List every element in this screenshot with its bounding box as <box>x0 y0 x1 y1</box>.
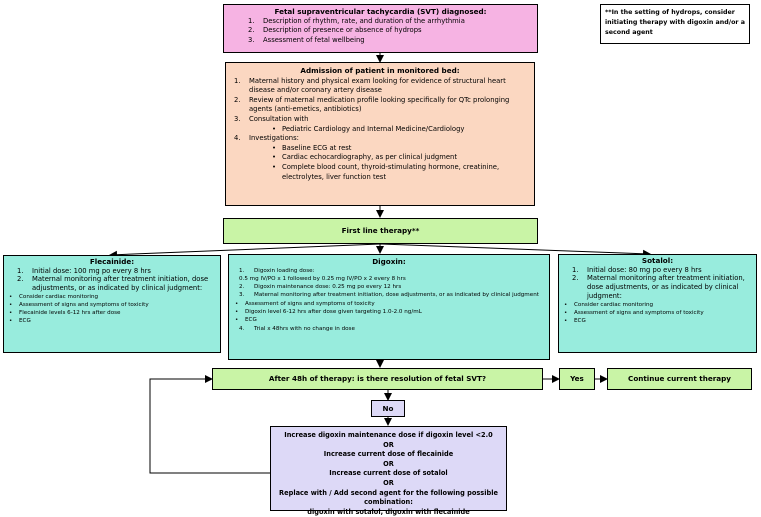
sotalol-bullet: ECG <box>564 317 751 325</box>
svt-item: 1.Description of rhythm, rate, and durat… <box>248 16 465 25</box>
loop-back-arrow <box>149 375 270 474</box>
admission-box: Admission of patient in monitored bed: 1… <box>225 62 535 206</box>
sotalol-box: Sotalol: 1.Initial dose: 80 mg po every … <box>558 254 757 353</box>
digoxin-item: 3.Maternal monitoring after treatment in… <box>239 292 539 299</box>
escalation-option-digoxin: Increase digoxin maintenance dose if dig… <box>284 431 493 439</box>
sotalol-bullet: Consider cardiac monitoring <box>564 301 751 309</box>
svt-item: 2.Description of presence or absence of … <box>248 26 422 34</box>
flecainide-bullet: Consider cardiac monitoring <box>9 293 215 301</box>
sotalol-bullet: Assessment of signs and symptoms of toxi… <box>564 309 751 317</box>
or-label: OR <box>383 459 394 468</box>
digoxin-bullet: Assessment of signs and symptoms of toxi… <box>235 300 543 309</box>
escalation-options-box: Increase digoxin maintenance dose if dig… <box>270 426 507 516</box>
admission-item: 3.Consultation with <box>234 114 309 123</box>
or-label: OR <box>383 440 394 449</box>
admission-title: Admission of patient in monitored bed: <box>300 66 460 75</box>
invest-sub-item: Baseline ECG at rest <box>272 144 526 154</box>
consult-sub-item: Pediatric Cardiology and Internal Medici… <box>272 125 526 135</box>
arrow-firstline-to-sotalol <box>379 243 651 258</box>
svt-item: 3.Assessment of fetal wellbeing <box>248 35 365 44</box>
escalation-option-sotalol: Increase current dose of sotalol <box>329 469 448 478</box>
or-label: OR <box>383 478 394 487</box>
admission-item: 1.Maternal history and physical exam loo… <box>234 76 506 95</box>
digoxin-loading-detail: 0.5 mg IV/PO x 1 followed by 0.25 mg IV/… <box>239 275 406 282</box>
digoxin-item: 4.Trial x 48hrs with no change in dose <box>239 325 355 332</box>
flecainide-title: Flecainide: <box>89 257 135 266</box>
admission-item: 2.Review of maternal medication profile … <box>234 95 510 114</box>
digoxin-item: 2.Digoxin maintenance dose: 0.25 mg po e… <box>239 284 402 291</box>
sotalol-item: 1.Initial dose: 80 mg po every 8 hrs <box>572 265 702 274</box>
escalation-option-flecainide: Increase current dose of flecainide <box>323 450 454 459</box>
digoxin-item: 1.Digoxin loading dose: <box>239 267 315 274</box>
yes-box: Yes <box>559 368 595 390</box>
arrow-firstline-to-flecainide <box>109 243 381 259</box>
sotalol-item: 2.Maternal monitoring after treatment in… <box>572 274 745 300</box>
continue-therapy-box: Continue current therapy <box>607 368 752 390</box>
first-line-therapy-box: First line therapy** <box>223 218 538 244</box>
digoxin-bullet: ECG <box>235 316 543 325</box>
svt-title: Fetal supraventricular tachycardia (SVT)… <box>274 7 487 16</box>
sotalol-title: Sotalol: <box>641 256 674 265</box>
flecainide-bullet: ECG <box>9 317 215 325</box>
flecainide-bullet: Flecainide levels 6-12 hrs after dose <box>9 309 215 317</box>
flecainide-box: Flecainide: 1.Initial dose: 100 mg po ev… <box>3 255 221 353</box>
digoxin-box: Digoxin: 1.Digoxin loading dose: 0.5 mg … <box>228 254 550 360</box>
invest-sub-item: Complete blood count, thyroid-stimulatin… <box>272 163 526 182</box>
no-box: No <box>371 400 405 417</box>
svt-diagnosed-box: Fetal supraventricular tachycardia (SVT)… <box>223 4 538 53</box>
escalation-option-combination: Replace with / Add second agent for the … <box>279 488 498 507</box>
combination-list: digoxin with sotalol, digoxin with fleca… <box>307 507 470 516</box>
flecainide-bullet: Assessment of signs and symptoms of toxi… <box>9 301 215 309</box>
invest-sub-item: Cardiac echocardiography, as per clinica… <box>272 153 526 163</box>
flecainide-item: 1.Initial dose: 100 mg po every 8 hrs <box>17 266 151 275</box>
hydrops-note: **In the setting of hydrops, consider in… <box>600 4 750 44</box>
flecainide-item: 2.Maternal monitoring after treatment in… <box>17 275 209 293</box>
admission-item: 4.Investigations: <box>234 134 299 143</box>
after-48h-question-box: After 48h of therapy: is there resolutio… <box>212 368 543 390</box>
digoxin-title: Digoxin: <box>372 257 406 266</box>
digoxin-bullet: Digoxin level 6-12 hrs after dose given … <box>235 308 543 317</box>
